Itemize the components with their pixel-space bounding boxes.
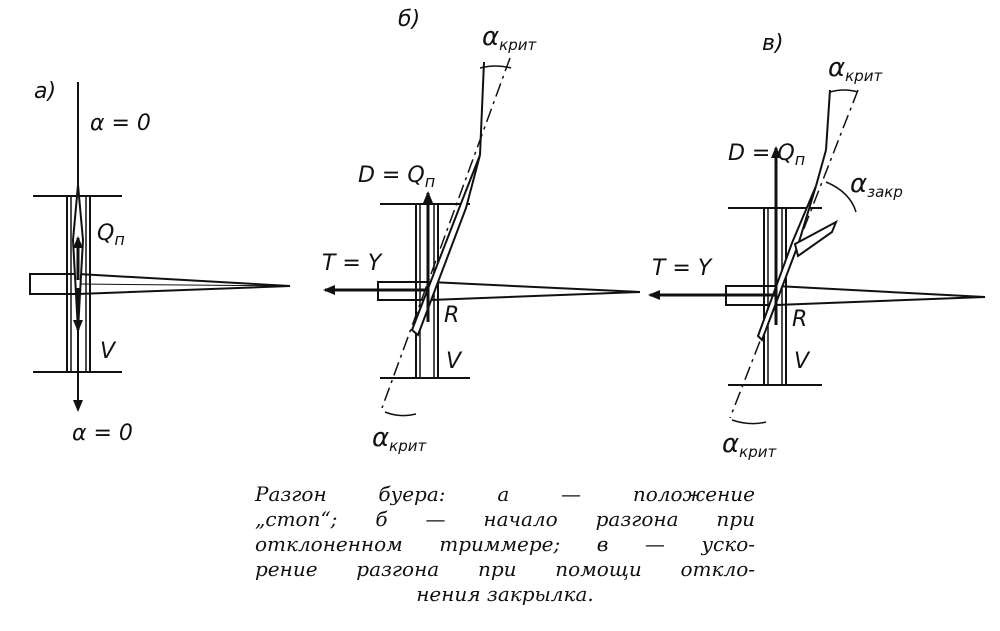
caption-line-5: нения закрылка.: [416, 582, 594, 606]
panel-b-mast-top: [479, 61, 485, 156]
panel-c-alpha-flap: αзакр: [850, 169, 903, 201]
panel-a-alpha-top: α = 0: [90, 111, 151, 136]
panel-c-sail-axis: [729, 89, 859, 419]
panel-b-angle-arc-bottom: [384, 411, 417, 417]
panel-c-mast-mid: [815, 149, 827, 187]
panel-b-sail-axis: [381, 57, 511, 409]
panel-c: в) αкрит D = Qп αзакр T = Y R V αкрит: [648, 31, 986, 461]
panel-b-drag: D = Qп: [358, 163, 435, 191]
caption-line-4: рение разгона при помощи откло-: [255, 557, 755, 581]
panel-a-fuselage-axis: [79, 283, 291, 287]
panel-c-angle-arc-flap: [825, 181, 857, 213]
panel-a-fuselage: [29, 273, 291, 295]
caption-line-2: „стоп“; б — начало разгона при: [255, 507, 755, 531]
panel-c-resultant: R: [792, 307, 807, 332]
panel-a-letter: а): [34, 79, 56, 104]
panel-c-fuselage: [725, 285, 986, 306]
panel-a-velocity: V: [100, 339, 117, 364]
panel-c-flap: [793, 219, 838, 258]
panel-c-letter: в): [762, 31, 784, 56]
figure-caption: Разгон буера: а — положение „стоп“; б — …: [255, 482, 755, 607]
panel-c-velocity: V: [794, 349, 811, 374]
panel-b-alpha-top: αкрит: [482, 22, 537, 54]
panel-c-drag: D = Qп: [728, 141, 805, 169]
panel-c-alpha-bottom: αкрит: [722, 429, 777, 461]
panel-b-velocity: V: [446, 349, 463, 374]
panel-b-angle-arc-top: [479, 65, 512, 69]
panel-c-mast-top: [825, 89, 831, 151]
panel-b-alpha-bottom: αкрит: [372, 423, 427, 455]
panel-a-alpha-bottom: α = 0: [72, 421, 133, 446]
panel-c-sail: [756, 185, 817, 342]
panel-c-alpha-top: αкрит: [828, 53, 883, 85]
panel-b: б) αкрит D = Qп T = Y R V αкрит: [322, 7, 641, 455]
panel-b-letter: б): [398, 7, 420, 32]
panel-b-fuselage: [377, 281, 641, 301]
panel-b-thrust: T = Y: [322, 251, 383, 276]
panel-a: а) α = 0 α = 0 Qп V: [29, 79, 291, 446]
caption-line-1: Разгон буера: а — положение: [255, 482, 755, 506]
panel-c-thrust: T = Y: [652, 256, 713, 281]
panel-a-force-q: Qп: [97, 221, 125, 249]
panel-c-angle-arc-top: [829, 89, 859, 93]
panel-b-resultant: R: [444, 303, 459, 328]
caption-line-3: отклоненном триммере; в — уско-: [255, 532, 755, 556]
panel-c-angle-arc-bottom: [731, 419, 767, 425]
